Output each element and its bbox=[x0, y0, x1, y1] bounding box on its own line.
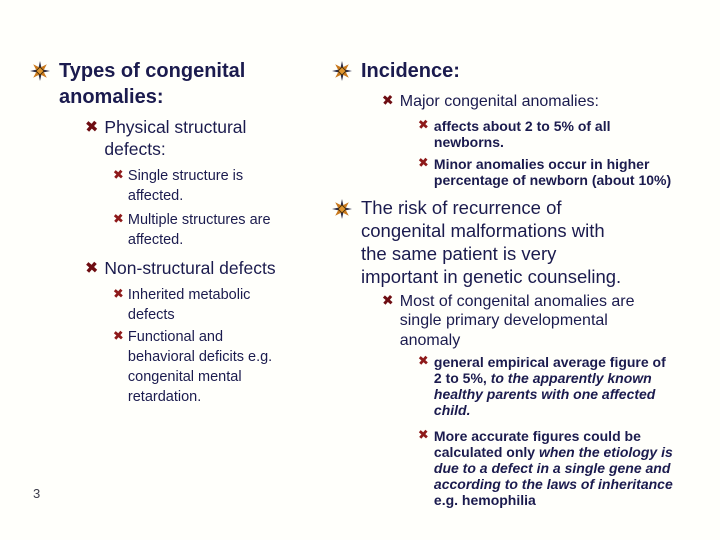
list-item: ✖ Non-structural defects bbox=[84, 257, 332, 279]
cross-bullet-icon: ✖ bbox=[84, 257, 100, 278]
cross-bullet-icon: ✖ bbox=[112, 211, 125, 228]
list-item-label: Most of congenital anomalies are single … bbox=[399, 292, 635, 349]
page-number: 3 bbox=[33, 486, 41, 501]
risk-paragraph-item: The risk of recurrence of congenital mal… bbox=[332, 196, 718, 288]
list-item: ✖ More accurate figures could be calcula… bbox=[417, 427, 718, 508]
list-item: ✖ Minor anomalies occur in higher percen… bbox=[417, 155, 718, 188]
star-bullet-icon bbox=[332, 198, 352, 219]
right-column: Incidence: ✖ Major congenital anomalies:… bbox=[332, 58, 718, 508]
list-item-label: Non-structural defects bbox=[104, 258, 276, 278]
list-item: ✖ Physical structural defects: bbox=[84, 116, 332, 160]
cross-bullet-icon: ✖ bbox=[112, 286, 125, 303]
list-item: ✖ Multiple structures are affected. bbox=[112, 210, 332, 250]
list-item: ✖ Single structure is affected. bbox=[112, 166, 332, 206]
left-column: Types of congenital anomalies: ✖ Physica… bbox=[30, 58, 332, 407]
list-item-label: More accurate figures could be calculate… bbox=[434, 428, 673, 508]
text-run: More accurate figures could be calculate… bbox=[433, 428, 641, 460]
right-heading: Incidence: bbox=[361, 60, 460, 82]
text-run: e.g. hemophilia bbox=[433, 492, 536, 508]
list-item-label: Functional and behavioral deficits e.g. … bbox=[127, 329, 273, 405]
list-item-label: Physical structural defects: bbox=[104, 117, 247, 159]
list-item: ✖ Inherited metabolic defects bbox=[112, 285, 332, 325]
list-item-label: affects about 2 to 5% of all newborns. bbox=[433, 117, 611, 150]
cross-bullet-icon: ✖ bbox=[417, 155, 430, 171]
list-item: ✖ Most of congenital anomalies are singl… bbox=[381, 292, 718, 351]
cross-bullet-icon: ✖ bbox=[112, 167, 125, 184]
italic-text-run: when the etiology is due to a defect in … bbox=[433, 444, 673, 492]
star-bullet-icon bbox=[332, 61, 352, 81]
cross-bullet-icon: ✖ bbox=[417, 353, 430, 370]
risk-paragraph: The risk of recurrence of congenital mal… bbox=[361, 196, 622, 287]
list-item-label: Inherited metabolic defects bbox=[127, 287, 251, 323]
list-item: ✖ general empirical average figure of 2 … bbox=[417, 353, 718, 418]
list-item-label: Minor anomalies occur in higher percenta… bbox=[433, 155, 672, 188]
left-heading: Types of congenital anomalies: bbox=[59, 60, 246, 108]
cross-bullet-icon: ✖ bbox=[417, 427, 430, 444]
list-item-label: Single structure is affected. bbox=[127, 168, 244, 204]
cross-bullet-icon: ✖ bbox=[381, 292, 395, 309]
text-run: general empirical average figure of 2 to… bbox=[433, 354, 666, 386]
star-bullet-icon bbox=[30, 61, 50, 81]
list-item-label: general empirical average figure of 2 to… bbox=[434, 354, 666, 418]
right-heading-item: Incidence: bbox=[332, 58, 718, 84]
cross-bullet-icon: ✖ bbox=[417, 117, 430, 133]
list-item-label: Major congenital anomalies: bbox=[399, 93, 599, 110]
cross-bullet-icon: ✖ bbox=[84, 116, 100, 137]
cross-bullet-icon: ✖ bbox=[381, 92, 395, 110]
list-item: ✖ Major congenital anomalies: bbox=[381, 92, 718, 112]
list-item: ✖ affects about 2 to 5% of all newborns. bbox=[417, 117, 718, 150]
list-item: ✖ Functional and behavioral deficits e.g… bbox=[112, 327, 332, 407]
list-item-label: Multiple structures are affected. bbox=[127, 212, 271, 248]
italic-text-run: to the apparently known healthy parents … bbox=[433, 370, 656, 418]
left-heading-item: Types of congenital anomalies: bbox=[30, 58, 332, 110]
cross-bullet-icon: ✖ bbox=[112, 328, 125, 345]
